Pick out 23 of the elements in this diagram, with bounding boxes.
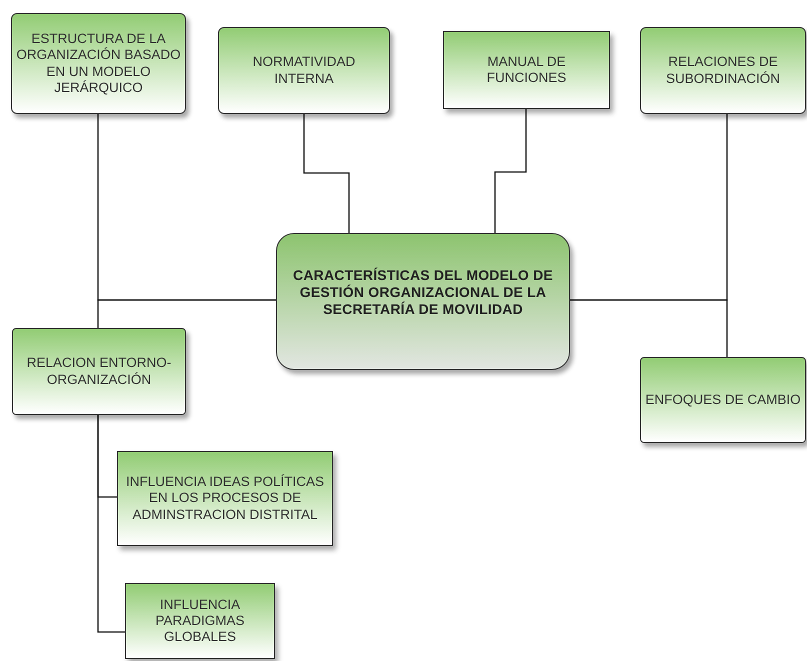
topic-box (640, 357, 806, 443)
topic-box (125, 583, 275, 659)
topic-box (12, 328, 186, 415)
box-text: ESTRUCTURA DE LA ORGANIZACIÓN BASADO EN UN MODELO JERÁRQUICO (16, 31, 181, 96)
topic-box (640, 27, 806, 114)
topic-box (11, 13, 186, 114)
connector-line (303, 114, 350, 233)
box-text: INFLUENCIA IDEAS POLÍTICAS EN LOS PROCESOS DE ADMINSTRACION DISTRITAL (124, 474, 326, 523)
topic-box (443, 31, 610, 109)
connector-line (97, 299, 276, 328)
central-box (276, 233, 570, 370)
connector-line (494, 109, 527, 233)
box-text: MANUAL DE FUNCIONES (486, 54, 568, 86)
topic-box (117, 451, 333, 546)
connector-line (570, 299, 728, 357)
box-text: ENFOQUES DE CAMBIO (645, 392, 801, 408)
box-text: INFLUENCIA PARADIGMAS GLOBALES (154, 596, 246, 646)
box-text: CARACTERÍSTICAS DEL MODELO DE GESTIÓN ORGANIZACIONAL DE LA SECRETARÍA DE MOVILIDAD (292, 267, 554, 318)
box-text: RELACIONES DE SUBORDINACIÓN (664, 54, 781, 87)
box-text: NORMATIVIDAD INTERNA (252, 54, 356, 87)
topic-box (218, 27, 390, 114)
box-text: RELACION ENTORNO-ORGANIZACIÓN (26, 355, 172, 388)
connector-line (97, 415, 125, 633)
